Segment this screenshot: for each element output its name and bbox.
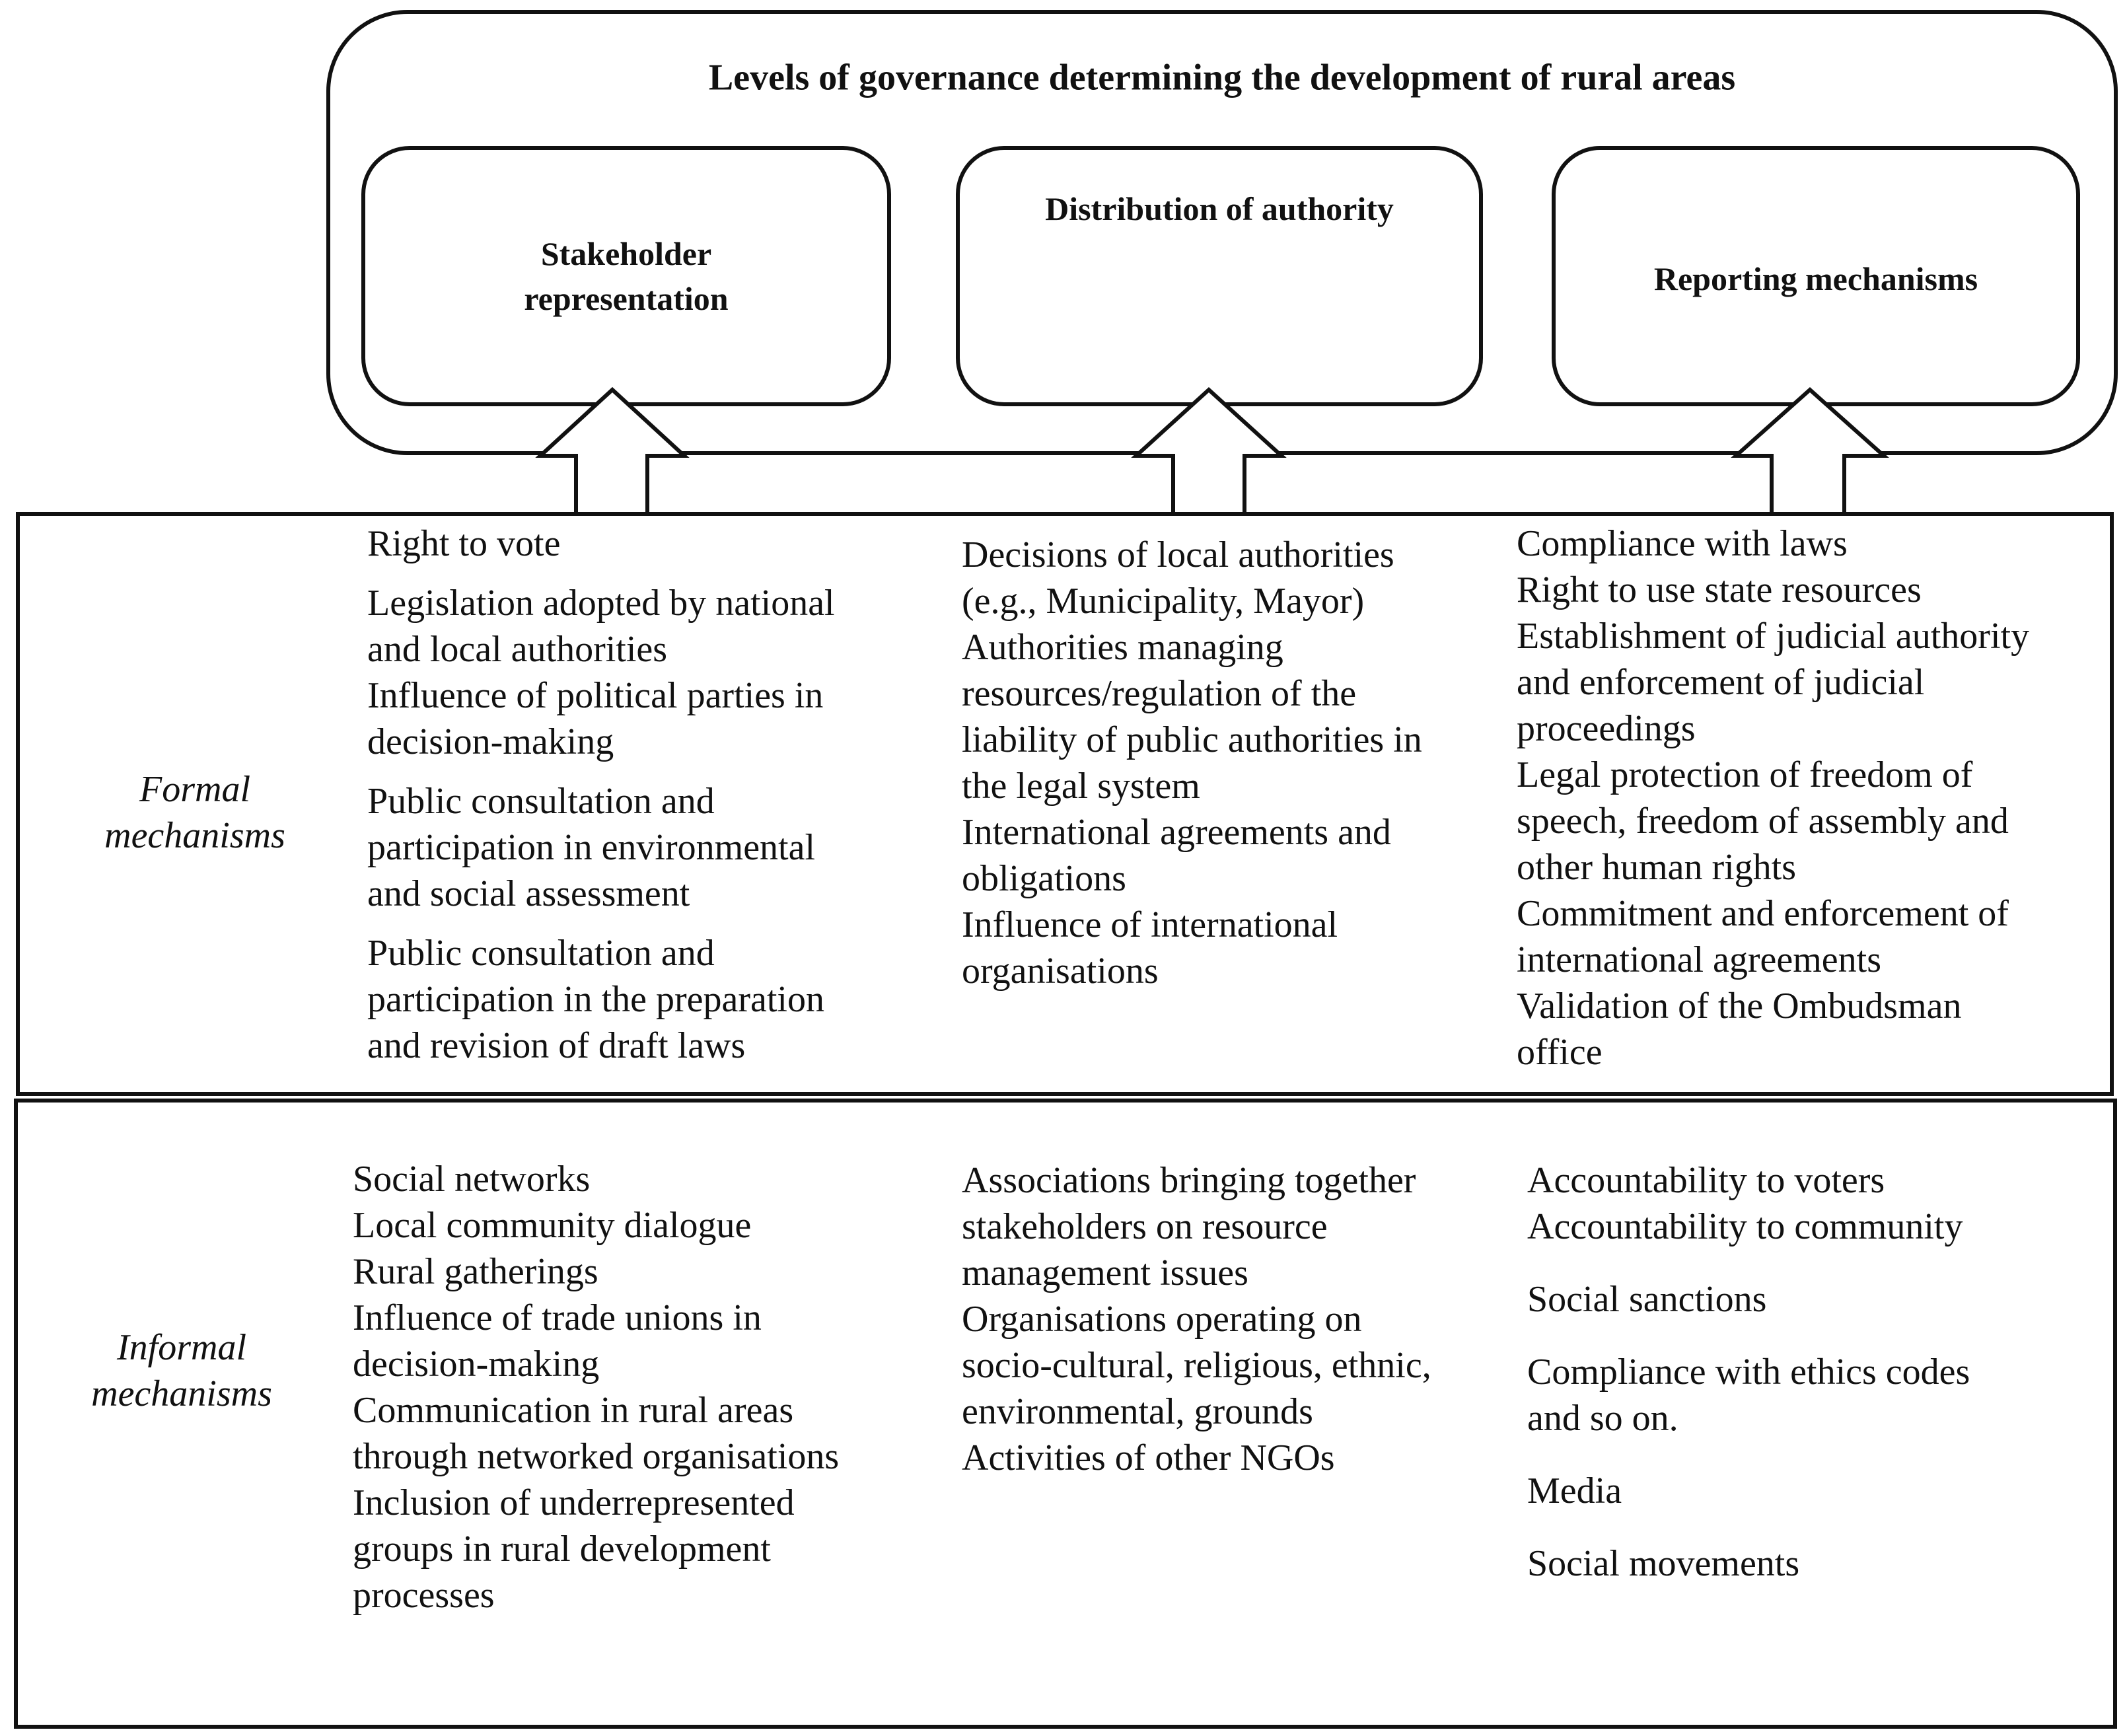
level-label-line: representation [524,280,729,317]
list-item: Commitment and enforcement of [1517,893,2009,934]
list-item: Rural gatherings [353,1251,598,1292]
list-item: participation in the preparation [367,979,824,1020]
list-item: Accountability to voters [1527,1160,1885,1201]
level-label-reporting: Reporting mechanisms [1560,256,2072,301]
list-item: obligations [962,858,1126,899]
list-item: Local community dialogue [353,1205,752,1246]
list-item: environmental, grounds [962,1391,1313,1432]
list-item: (e.g., Municipality, Mayor) [962,581,1365,622]
list-item: office [1517,1032,1603,1073]
diagram-title: Levels of governance determining the dev… [708,57,1736,98]
formal-mechanisms-label: Formal mechanisms [66,766,324,859]
list-item: the legal system [962,766,1200,807]
list-item: International agreements and [962,812,1391,853]
row-label-line: Informal [117,1327,246,1368]
arrow-up-stakeholder [535,386,690,516]
list-item: international agreements [1517,939,1881,980]
level-label-stakeholder: Stakeholder representation [370,231,883,321]
list-item: and social assessment [367,873,690,914]
list-item: Establishment of judicial authority [1517,616,2030,657]
level-label-line: Reporting mechanisms [1653,260,1978,297]
list-item: liability of public authorities in [962,719,1422,760]
row-label-line: Formal [139,769,250,810]
list-item: organisations [962,951,1159,992]
list-item: and enforcement of judicial [1517,662,1925,703]
list-item: decision-making [353,1344,600,1385]
list-item: decision-making [367,721,614,762]
row-label-line: mechanisms [104,815,285,856]
list-item: Decisions of local authorities [962,534,1394,575]
list-item: Inclusion of underrepresented [353,1482,795,1523]
list-item: stakeholders on resource [962,1206,1328,1247]
list-item: speech, freedom of assembly and [1517,801,2009,842]
list-item: Accountability to community [1527,1206,1963,1247]
list-item: Right to use state resources [1517,569,1922,610]
list-item: through networked organisations [353,1436,840,1477]
list-item: Compliance with ethics codes [1527,1352,1970,1392]
informal-column-authority: Associations bringing together stakehold… [962,1157,1431,1481]
informal-mechanisms-label: Informal mechanisms [53,1324,310,1417]
list-item: Right to vote [367,523,561,564]
list-item: proceedings [1517,708,1696,749]
list-item: Public consultation and [367,781,715,822]
list-item: management issues [962,1252,1248,1293]
list-item: and so on. [1527,1398,1678,1439]
formal-column-stakeholder: Right to vote Legislation adopted by nat… [367,521,835,1069]
level-label-authority: Distribution of authority [964,186,1474,231]
list-item: Influence of trade unions in [353,1297,762,1338]
formal-column-authority: Decisions of local authorities (e.g., Mu… [962,532,1422,994]
list-item: Activities of other NGOs [962,1437,1335,1478]
list-item: and revision of draft laws [367,1025,746,1066]
informal-column-reporting: Accountability to voters Accountability … [1527,1157,1970,1587]
list-item: Media [1527,1470,1622,1511]
list-item: Social movements [1527,1543,1800,1584]
list-item: Validation of the Ombudsman [1517,986,1962,1027]
list-item: Legal protection of freedom of [1517,754,1973,795]
list-item: groups in rural development [353,1529,771,1570]
list-item: participation in environmental [367,827,816,868]
list-item: Influence of political parties in [367,675,824,716]
list-item: and local authorities [367,629,668,670]
formal-mechanisms-box [16,512,2114,1096]
row-label-line: mechanisms [91,1373,272,1414]
arrow-up-reporting [1731,386,1889,516]
list-item: processes [353,1575,495,1616]
list-item: Communication in rural areas [353,1390,794,1431]
list-item: resources/regulation of the [962,673,1357,714]
list-item: socio-cultural, religious, ethnic, [962,1345,1431,1386]
arrow-up-authority [1131,386,1287,516]
list-item: Social networks [353,1159,591,1200]
level-label-line: Distribution of authority [1045,190,1394,227]
informal-mechanisms-box [14,1099,2117,1729]
level-label-line: Stakeholder [540,235,712,272]
list-item: Public consultation and [367,933,715,974]
list-item: other human rights [1517,847,1797,888]
list-item: Social sanctions [1527,1279,1767,1320]
list-item: Legislation adopted by national [367,583,835,624]
list-item: Compliance with laws [1517,523,1848,564]
informal-column-stakeholder: Social networks Local community dialogue… [353,1156,839,1618]
list-item: Authorities managing [962,627,1283,668]
list-item: Influence of international [962,904,1338,945]
formal-column-reporting: Compliance with laws Right to use state … [1517,521,2029,1075]
list-item: Associations bringing together [962,1160,1416,1201]
list-item: Organisations operating on [962,1299,1362,1340]
